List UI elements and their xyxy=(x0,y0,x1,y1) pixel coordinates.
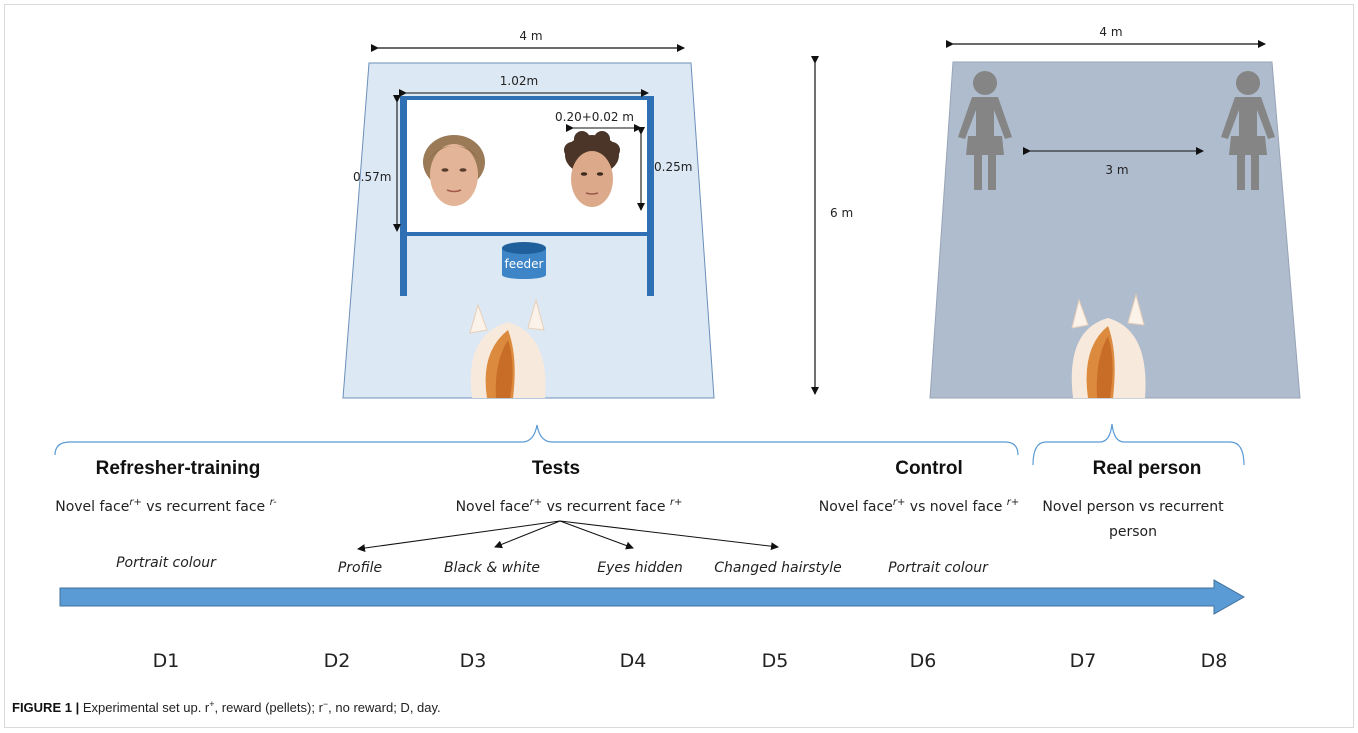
condition-changed-hairstyle: Changed hairstyle xyxy=(714,560,842,576)
board-height-label: 0.57m xyxy=(353,170,391,184)
day-label: D6 xyxy=(910,650,937,672)
room-width-label-right: 4 m xyxy=(1099,25,1122,39)
phase-title-refresher-training: Refresher-training xyxy=(96,458,261,479)
figure-caption: FIGURE 1 | Experimental set up. r+, rewa… xyxy=(12,699,441,715)
phase-title-tests: Tests xyxy=(532,458,580,479)
person-icon-left xyxy=(958,71,1012,190)
phase-desc-refresher-training: Novel facer+ vs recurrent face r- xyxy=(55,497,277,515)
condition-eyes-hidden: Eyes hidden xyxy=(597,560,683,576)
condition-portrait-colour-d1: Portrait colour xyxy=(116,555,217,571)
arrow-to-black-white xyxy=(494,520,561,549)
day-label: D7 xyxy=(1070,650,1097,672)
board-top-bar xyxy=(400,96,654,100)
horse-head-right xyxy=(1071,293,1146,398)
phase-desc-real-person-line2: person xyxy=(1109,524,1157,540)
day-label: D1 xyxy=(153,650,180,672)
left-room: 4 m 1.02m 0.57m 0.20+0.02 m 0.25m xyxy=(342,29,715,399)
condition-black-white: Black & white xyxy=(444,560,540,576)
arrow-to-profile xyxy=(357,520,561,553)
feeder-label: feeder xyxy=(505,257,544,271)
condition-profile: Profile xyxy=(338,560,382,576)
phase-title-control: Control xyxy=(895,458,963,479)
board-width-label: 1.02m xyxy=(500,74,538,88)
face-width-label: 0.20+0.02 m xyxy=(555,110,634,124)
day-label: D2 xyxy=(324,650,351,672)
depth-label: 6 m xyxy=(830,206,853,220)
day-label: D3 xyxy=(460,650,487,672)
day-label: D8 xyxy=(1201,650,1228,672)
board-bottom-bar xyxy=(400,232,654,236)
room-width-label: 4 m xyxy=(519,29,542,43)
arrow-to-eyes-hidden xyxy=(559,520,634,550)
person-distance-label: 3 m xyxy=(1105,163,1128,177)
arrow-to-changed-hairstyle xyxy=(559,520,779,551)
person-icon-right xyxy=(1221,71,1275,190)
horse-head-left xyxy=(469,298,546,398)
condition-portrait-colour-d6: Portrait colour xyxy=(888,560,989,576)
phase-desc-real-person-line1: Novel person vs recurrent xyxy=(1042,499,1224,515)
phase-desc-control: Novel facer+ vs novel face r+ xyxy=(819,497,1020,515)
right-room: 4 m 3 m xyxy=(929,25,1301,399)
phase-title-real-person: Real person xyxy=(1093,458,1202,479)
right-room-floor xyxy=(929,61,1301,399)
timeline-arrow xyxy=(59,579,1246,615)
day-label: D5 xyxy=(762,650,789,672)
face-height-label: 0.25m xyxy=(654,160,692,174)
brace-face-phases xyxy=(54,424,1019,456)
phase-desc-tests: Novel facer+ vs recurrent face r+ xyxy=(456,497,683,515)
recurrent-face-photo xyxy=(564,131,620,207)
feeder: feeder xyxy=(502,242,546,279)
day-label: D4 xyxy=(620,650,647,672)
novel-face-photo xyxy=(423,135,485,206)
board-post-left xyxy=(400,96,407,296)
board-post-right xyxy=(647,96,654,296)
brace-real-person xyxy=(1032,423,1245,466)
